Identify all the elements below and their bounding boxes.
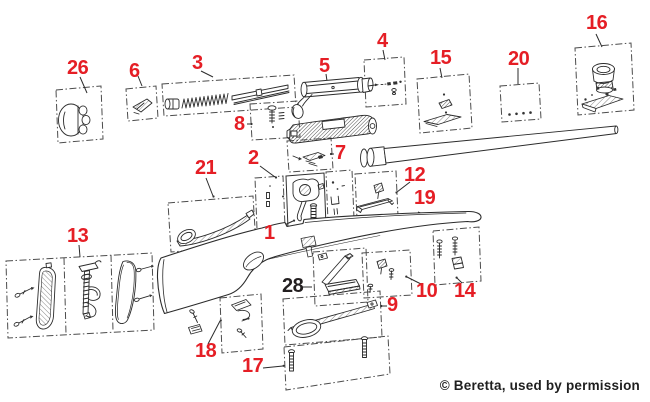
- sight-beads-part: [508, 111, 532, 116]
- group-box-9: [282, 290, 383, 346]
- action-screws-part: [436, 236, 464, 270]
- group-box-6: [125, 85, 159, 122]
- grip-cap-part: [58, 103, 91, 137]
- callout-20: 20: [508, 48, 530, 70]
- group-box-13-divider-2: [110, 254, 114, 332]
- group-box-18: [219, 293, 264, 354]
- ejector-parts: [367, 258, 395, 293]
- lifter-part: [317, 252, 361, 295]
- group-box-14: [432, 226, 482, 286]
- callout-2: 2: [248, 147, 259, 169]
- callout-5: 5: [319, 55, 330, 77]
- safety-and-plate-part: [356, 182, 394, 213]
- group-box-26: [55, 85, 104, 144]
- callout-4: 4: [377, 30, 388, 52]
- callout-16: 16: [586, 12, 608, 34]
- group-box-2-left: [254, 175, 286, 230]
- group-box-21: [167, 195, 257, 253]
- extractor-part: [132, 98, 153, 115]
- callout-1: 1: [264, 222, 275, 244]
- callout-8: 8: [234, 113, 245, 135]
- bolt-pins-part: [367, 80, 402, 95]
- firing-pin-assembly-part: [164, 84, 290, 110]
- group-box-13: [5, 252, 155, 339]
- callout-18: 18: [195, 340, 217, 362]
- copyright-credit: © Beretta, used by permission: [439, 378, 640, 393]
- cartridge-guide-part: [292, 152, 326, 167]
- callout-7: 7: [335, 142, 346, 164]
- guard-screws-part: [288, 336, 368, 372]
- callout-19: 19: [414, 187, 436, 209]
- callout-14: 14: [454, 280, 476, 302]
- receiver-part: [286, 114, 377, 144]
- group-box-13-divider-1: [63, 257, 67, 335]
- group-box-17: [283, 335, 391, 391]
- trigger-adjusting-screw-part: [267, 105, 285, 128]
- barrel-part: [360, 125, 619, 168]
- callout-13: 13: [67, 225, 89, 247]
- front-sight-part: [581, 63, 624, 113]
- group-box-12: [354, 170, 399, 220]
- group-box-2-right: [325, 169, 355, 222]
- callout-3: 3: [192, 52, 203, 74]
- bolt-assembly-part: [291, 76, 374, 119]
- callout-21: 21: [195, 157, 217, 179]
- rear-sight-part: [423, 93, 462, 127]
- trigger-guard-part: [287, 299, 378, 338]
- group-box-16: [574, 42, 635, 116]
- callout-28: 28: [282, 275, 304, 297]
- group-box-10: [361, 249, 413, 299]
- buttplate-and-pad-parts: [13, 260, 154, 330]
- callout-9: 9: [387, 294, 398, 316]
- callout-15: 15: [430, 47, 452, 69]
- callout-26: 26: [67, 57, 89, 79]
- group-box-15: [416, 73, 473, 134]
- floor-plate-part: [176, 209, 255, 247]
- swivel-stud-parts: [188, 299, 252, 338]
- callout-10: 10: [416, 280, 438, 302]
- group-box-20: [499, 82, 542, 123]
- trigger-group-part: [266, 178, 345, 222]
- callout-17: 17: [242, 355, 264, 377]
- callout-6: 6: [129, 60, 140, 82]
- stock-part: [156, 210, 482, 315]
- group-box-28: [312, 247, 369, 307]
- callout-12: 12: [404, 164, 426, 186]
- group-box-4: [363, 56, 407, 108]
